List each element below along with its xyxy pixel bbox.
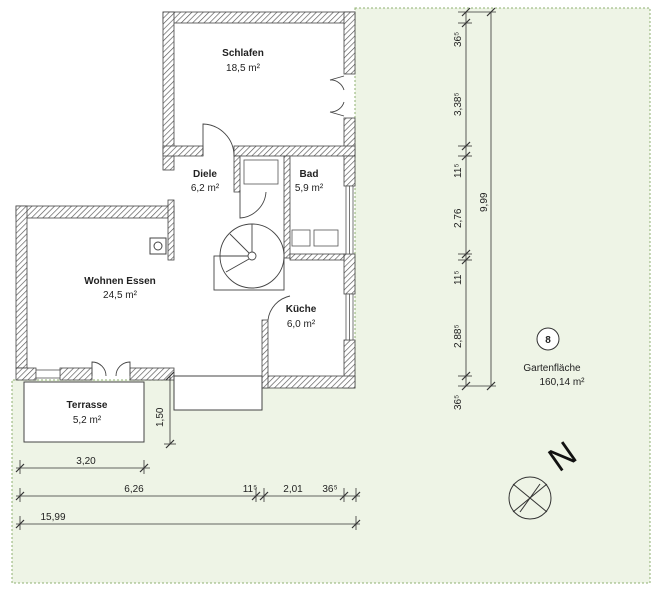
dim-v-36a: 36⁵: [453, 32, 464, 47]
terrace-depth-dimension: [164, 371, 176, 449]
dim-v-11b: 11⁵: [453, 270, 464, 285]
spiral-staircase: [213, 223, 285, 291]
room-schlafen-name: Schlafen: [222, 48, 264, 59]
room-terrasse-area: 5,2 m²: [73, 415, 102, 426]
dim-h-11: 11⁵: [243, 484, 258, 495]
room-wohnen-area: 24,5 m²: [103, 290, 138, 301]
stove-icon: [149, 237, 167, 255]
room-kueche-area: 6,0 m²: [287, 319, 316, 330]
dim-v-288: 2,88⁵: [453, 324, 464, 348]
dim-v-36b: 36⁵: [453, 395, 464, 410]
room-kueche-name: Küche: [286, 304, 317, 315]
garden-number: 8: [545, 335, 551, 346]
room-terrasse-name: Terrasse: [67, 400, 108, 411]
room-diele-name: Diele: [193, 169, 217, 180]
room-schlafen-area: 18,5 m²: [226, 63, 261, 74]
dim-v-338: 3,38⁵: [453, 92, 464, 116]
dim-h-1599: 15,99: [40, 512, 65, 523]
dim-h-626: 6,26: [124, 484, 144, 495]
garden-number-circle: [536, 327, 560, 351]
garden-area-value: 160,14 m²: [539, 377, 585, 388]
doors: [91, 75, 345, 377]
walls: [15, 11, 356, 389]
terrasse-outline: [23, 381, 145, 443]
dim-h-320: 3,20: [76, 456, 96, 467]
compass-icon: [508, 476, 552, 520]
dim-h-36: 36⁵: [322, 484, 337, 495]
windows: [35, 185, 354, 379]
room-wohnen-name: Wohnen Essen: [84, 276, 156, 287]
dim-h-201: 2,01: [283, 484, 303, 495]
garden-name: Gartenfläche: [523, 363, 581, 374]
dim-v-150: 1,50: [155, 407, 166, 427]
dim-v-276: 2,76: [453, 208, 464, 228]
vertical-dimension-chain: [458, 7, 496, 391]
dim-v-11a: 11⁵: [453, 163, 464, 178]
room-diele-area: 6,2 m²: [191, 183, 220, 194]
room-bad-area: 5,9 m²: [295, 183, 324, 194]
room-bad-name: Bad: [300, 169, 319, 180]
dim-v-999: 9,99: [479, 192, 490, 212]
entrance-step: [173, 375, 263, 411]
bath-fixtures: [243, 159, 339, 247]
horizontal-dimension-chain: [15, 460, 361, 530]
